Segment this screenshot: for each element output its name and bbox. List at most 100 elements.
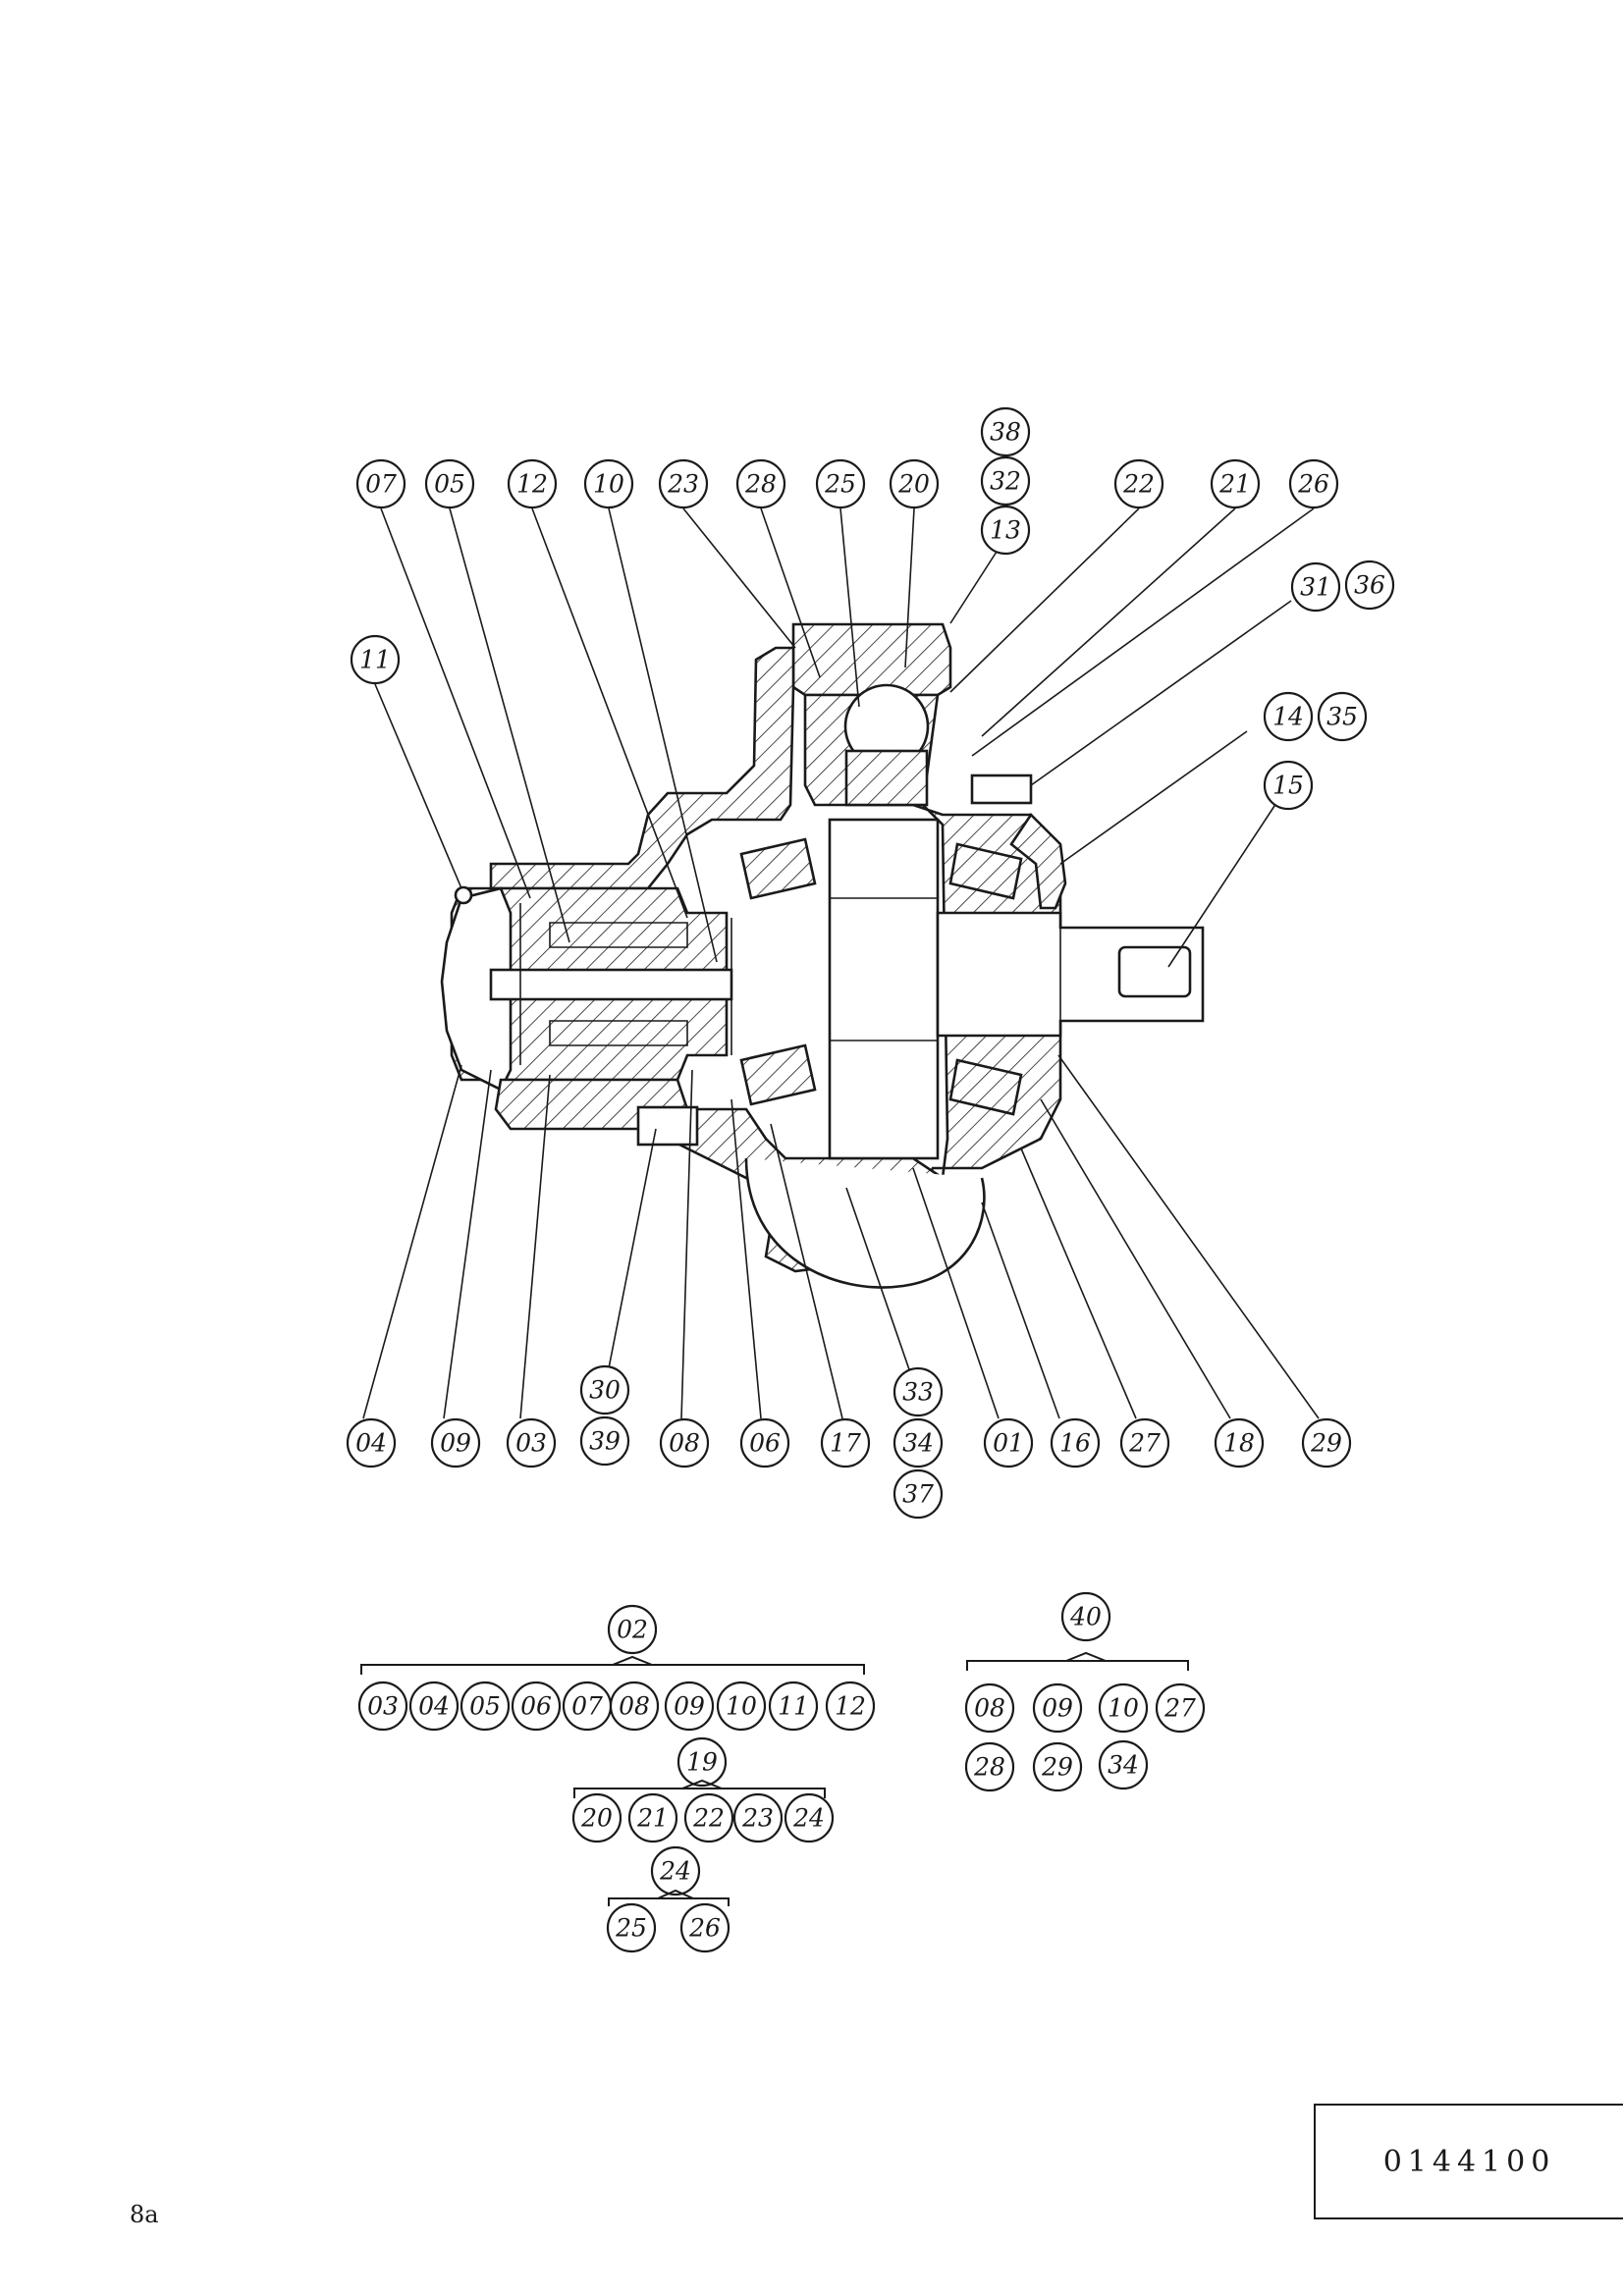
svg-text:14: 14 — [1272, 703, 1304, 731]
callout-15: 15 — [1263, 760, 1314, 811]
callout-18: 18 — [1214, 1417, 1265, 1468]
callout-31: 31 — [1290, 561, 1341, 613]
callout-33: 33 — [893, 1366, 944, 1417]
assembly-parent-19: 19 — [676, 1736, 728, 1788]
svg-text:36: 36 — [1354, 571, 1385, 600]
piston-groove-lower — [549, 1020, 688, 1046]
svg-text:11: 11 — [778, 1692, 809, 1721]
document-number: 0144100 — [1382, 2144, 1556, 2179]
bearing-upper-left — [739, 837, 817, 900]
callouts-bottom: 04 09 03 30 39 08 06 17 33 34 37 01 16 2… — [346, 1364, 1352, 1520]
callout-29: 29 — [1301, 1417, 1352, 1468]
elbow-housing — [489, 646, 795, 890]
callout-10: 10 — [583, 458, 634, 509]
callout-32: 32 — [980, 455, 1031, 507]
assembly-24: 24 25 26 — [606, 1845, 730, 1953]
svg-text:29: 29 — [1041, 1753, 1073, 1782]
callout-28: 28 — [735, 458, 786, 509]
callouts-left: 11 — [350, 634, 401, 685]
left-pin — [454, 885, 473, 905]
callout-30: 30 — [579, 1364, 630, 1415]
piston-groove-upper — [549, 922, 688, 948]
assembly-child-11: 11 — [768, 1681, 819, 1732]
svg-text:28: 28 — [744, 470, 777, 499]
assembly-child-24: 24 — [784, 1792, 835, 1843]
side-bolt — [970, 774, 1033, 805]
callout-22: 22 — [1113, 458, 1164, 509]
callout-12: 12 — [507, 458, 558, 509]
callout-26: 26 — [1288, 458, 1339, 509]
svg-text:22: 22 — [1122, 470, 1155, 499]
svg-text:29: 29 — [1310, 1429, 1342, 1458]
assembly-child-03: 03 — [357, 1681, 408, 1732]
svg-text:10: 10 — [1108, 1694, 1139, 1723]
svg-text:08: 08 — [974, 1694, 1005, 1723]
svg-text:06: 06 — [520, 1692, 552, 1721]
svg-text:01: 01 — [993, 1429, 1024, 1458]
assembly-child-29: 29 — [1032, 1741, 1083, 1792]
assembly-02: 02 03 04 05 06 07 08 09 10 11 12 — [357, 1604, 876, 1732]
assembly-child-06: 06 — [511, 1681, 562, 1732]
svg-text:21: 21 — [636, 1804, 669, 1833]
svg-text:39: 39 — [589, 1427, 621, 1456]
svg-text:09: 09 — [1042, 1694, 1073, 1723]
callout-27: 27 — [1119, 1417, 1170, 1468]
callout-16: 16 — [1050, 1417, 1101, 1468]
svg-text:08: 08 — [619, 1692, 650, 1721]
svg-text:06: 06 — [749, 1429, 781, 1458]
callout-20: 20 — [889, 458, 940, 509]
assembly-child-27: 27 — [1155, 1682, 1206, 1734]
svg-text:25: 25 — [615, 1914, 647, 1943]
assembly-parent-40: 40 — [1060, 1591, 1111, 1642]
svg-text:10: 10 — [593, 470, 624, 499]
bearing-lower-right — [948, 1058, 1023, 1116]
assembly-child-04: 04 — [408, 1681, 460, 1732]
svg-text:26: 26 — [1297, 470, 1329, 499]
svg-text:04: 04 — [355, 1429, 387, 1458]
svg-text:07: 07 — [571, 1692, 603, 1721]
callout-11: 11 — [350, 634, 401, 685]
svg-text:38: 38 — [990, 418, 1021, 447]
svg-text:03: 03 — [367, 1692, 399, 1721]
callouts-right: 31 36 14 35 15 — [1263, 560, 1395, 811]
assembly-child-05: 05 — [460, 1681, 511, 1732]
callout-25: 25 — [815, 458, 866, 509]
callout-21: 21 — [1210, 458, 1261, 509]
svg-text:12: 12 — [516, 470, 548, 499]
callout-04: 04 — [346, 1417, 397, 1468]
svg-text:20: 20 — [580, 1804, 613, 1833]
leader-lines — [362, 507, 1320, 1419]
bearing-lower-left — [739, 1043, 817, 1106]
callout-34: 34 — [893, 1417, 944, 1468]
svg-text:08: 08 — [669, 1429, 700, 1458]
callout-35: 35 — [1317, 691, 1368, 742]
lower-bowl — [744, 1157, 986, 1289]
svg-text:26: 26 — [688, 1914, 721, 1943]
svg-text:19: 19 — [686, 1748, 718, 1777]
assembly-child-22: 22 — [683, 1792, 734, 1843]
callout-23: 23 — [658, 458, 709, 509]
svg-text:34: 34 — [902, 1429, 934, 1458]
svg-text:04: 04 — [418, 1692, 450, 1721]
output-shaft — [936, 911, 1205, 1038]
callout-06: 06 — [739, 1417, 790, 1468]
svg-text:09: 09 — [440, 1429, 471, 1458]
assembly-child-07: 07 — [562, 1681, 613, 1732]
svg-text:24: 24 — [792, 1804, 825, 1833]
assembly-child-09b: 09 — [1032, 1682, 1083, 1734]
assembly-child-10: 10 — [716, 1681, 767, 1732]
bottom-screw — [636, 1105, 699, 1147]
svg-text:35: 35 — [1326, 703, 1358, 731]
inner-bore — [489, 968, 733, 1001]
svg-text:37: 37 — [902, 1480, 934, 1509]
svg-text:25: 25 — [824, 470, 856, 499]
svg-text:24: 24 — [659, 1857, 691, 1886]
callout-13: 13 — [980, 505, 1031, 556]
callout-05: 05 — [424, 458, 475, 509]
assembly-child-23: 23 — [732, 1792, 784, 1843]
assembly-child-10b: 10 — [1098, 1682, 1149, 1734]
assembly-19: 19 20 21 22 23 24 — [571, 1736, 835, 1843]
assembly-child-08: 08 — [609, 1681, 660, 1732]
assembly-child-21: 21 — [627, 1792, 678, 1843]
